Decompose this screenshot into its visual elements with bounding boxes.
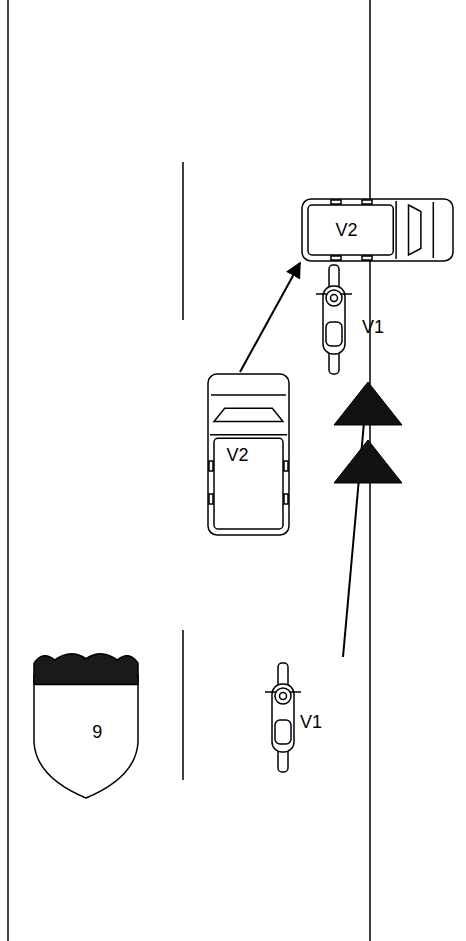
lane-line <box>182 162 184 320</box>
motorcycle-path <box>343 400 366 657</box>
node-outline <box>300 197 455 263</box>
road-edge <box>7 0 9 941</box>
motorcycle <box>265 663 301 772</box>
motion-arrow <box>240 263 300 372</box>
vehicle-label: V1 <box>362 318 384 336</box>
route-shield: 9 <box>30 648 142 800</box>
motorcycle <box>316 265 352 374</box>
vehicle-truck: V2 <box>300 197 455 263</box>
vehicle-label: V2 <box>226 446 248 464</box>
skid-triangle <box>334 382 402 425</box>
skid-triangle <box>334 440 402 483</box>
node-outline <box>30 648 142 800</box>
node-outline <box>206 372 291 537</box>
vehicle-label: V1 <box>300 713 322 731</box>
lane-line <box>182 630 184 780</box>
vehicle-label: V2 <box>335 221 357 239</box>
vehicle-truck: V2 <box>206 372 291 537</box>
vehicle-label: 9 <box>92 723 102 741</box>
